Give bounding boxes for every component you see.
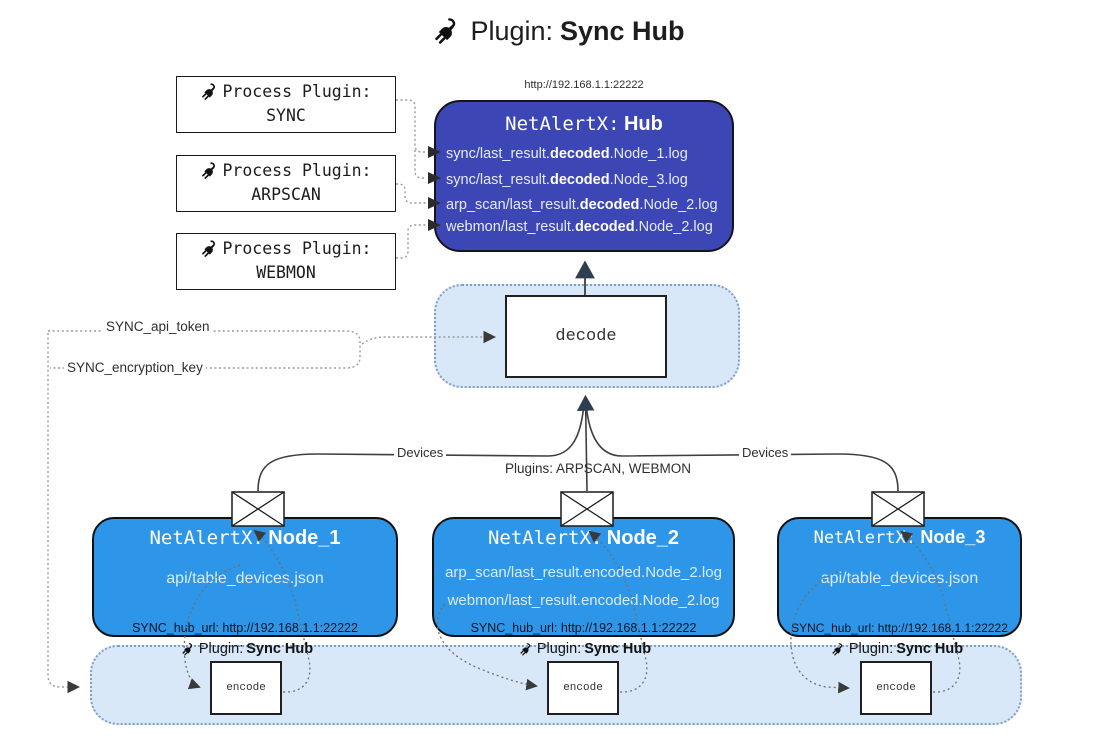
decode-label: decode bbox=[555, 327, 617, 346]
log-post: .Node_1.log bbox=[609, 146, 688, 162]
node-file: api/table_devices.json bbox=[820, 570, 979, 587]
log-post: .Node_2.log bbox=[634, 219, 713, 235]
node-title-name: Node_1 bbox=[268, 527, 341, 549]
process-plugin-box-webmon: Process Plugin: WEBMON bbox=[176, 233, 396, 290]
node-title: NetAlertX: Node_2 bbox=[434, 527, 733, 550]
strip-plugin-label: Plugin: Sync Hub bbox=[180, 641, 314, 657]
node-title: NetAlertX: Node_3 bbox=[779, 527, 1020, 548]
log-bold: decoded bbox=[579, 197, 640, 213]
edge-sync-hub-log2 bbox=[414, 150, 426, 179]
node-title-prefix: NetAlertX: bbox=[813, 528, 916, 548]
log-pre: arp_scan/last_result. bbox=[446, 197, 580, 213]
process-plugin-label: Process Plugin: bbox=[222, 239, 372, 258]
log-post: .Node_2.log bbox=[639, 197, 718, 213]
log-pre: sync/last_result. bbox=[446, 146, 550, 162]
plug-icon bbox=[432, 17, 462, 47]
node-box-node2: NetAlertX: Node_2 arp_scan/last_result.e… bbox=[432, 517, 735, 637]
edge-sync-hub-log1 bbox=[396, 99, 426, 153]
encode-box: encode bbox=[547, 661, 619, 715]
process-plugin-box-arpscan: Process Plugin: ARPSCAN bbox=[176, 155, 396, 212]
node-title-name: Node_3 bbox=[920, 527, 986, 547]
process-plugin-label: Process Plugin: bbox=[222, 82, 372, 101]
node-file: api/table_devices.json bbox=[166, 570, 324, 587]
strip-plugin-label-text: Plugin: bbox=[848, 641, 894, 657]
encode-label: encode bbox=[226, 682, 266, 694]
log-bold: decoded bbox=[549, 172, 610, 188]
hub-log-line: webmon/last_result.decoded.Node_2.log bbox=[446, 218, 730, 236]
process-plugin-name: ARPSCAN bbox=[251, 185, 321, 204]
process-plugin-name: SYNC bbox=[266, 106, 306, 125]
plug-icon bbox=[180, 642, 195, 657]
log-bold: decoded bbox=[549, 146, 610, 162]
node-hub-url: SYNC_hub_url: http://192.168.1.1:22222 bbox=[470, 621, 697, 635]
hub-title: NetAlertX: Hub bbox=[436, 113, 732, 136]
process-plugin-arpscan-header: Process Plugin: bbox=[177, 159, 395, 183]
strip-plugin-label-text: Plugin: bbox=[198, 641, 244, 657]
page-title: Plugin: Sync Hub bbox=[0, 16, 1117, 47]
strip-plugin-label-name: Sync Hub bbox=[896, 641, 964, 657]
edge-webmon-hub-log4 bbox=[396, 224, 426, 259]
devices-right-label: Devices bbox=[739, 445, 792, 460]
strip-plugin-label: Plugin: Sync Hub bbox=[518, 641, 652, 657]
plug-icon bbox=[518, 642, 533, 657]
node-file: webmon/last_result.encoded.Node_2.log bbox=[447, 592, 720, 609]
process-plugin-name: WEBMON bbox=[256, 263, 316, 282]
hub-box: NetAlertX: Hub sync/last_result.decoded.… bbox=[434, 100, 734, 252]
node-box-node3: NetAlertX: Node_3 api/table_devices.json… bbox=[777, 517, 1022, 637]
hub-url-label: http://192.168.1.1:22222 bbox=[524, 79, 644, 91]
encode-label: encode bbox=[563, 682, 603, 694]
plug-icon bbox=[200, 239, 220, 259]
process-plugin-webmon-header: Process Plugin: bbox=[177, 237, 395, 261]
plug-icon bbox=[830, 642, 845, 657]
strip-plugin-label-text: Plugin: bbox=[536, 641, 582, 657]
plugins-mid-label: Plugins: ARPSCAN, WEBMON bbox=[505, 461, 692, 476]
strip-plugin-label: Plugin: Sync Hub bbox=[830, 641, 964, 657]
node-title-prefix: NetAlertX: bbox=[487, 527, 603, 549]
decode-box: decode bbox=[505, 295, 667, 378]
process-plugin-sync-header: Process Plugin: bbox=[177, 80, 395, 104]
sync-encryption-key-label: SYNC_encryption_key bbox=[64, 360, 206, 375]
strip-plugin-label-name: Sync Hub bbox=[246, 641, 314, 657]
node-title: NetAlertX: Node_1 bbox=[94, 527, 396, 550]
sync-api-token-label: SYNC_api_token bbox=[103, 319, 213, 334]
hub-log-line: arp_scan/last_result.decoded.Node_2.log bbox=[446, 196, 730, 214]
log-bold: decoded bbox=[574, 219, 635, 235]
title-name: Sync Hub bbox=[560, 16, 685, 46]
title-label: Plugin: bbox=[470, 16, 554, 46]
plug-icon bbox=[200, 82, 220, 102]
hub-title-name: Hub bbox=[623, 113, 663, 135]
strip-plugin-label-name: Sync Hub bbox=[584, 641, 652, 657]
encode-label: encode bbox=[876, 682, 916, 694]
plug-icon bbox=[200, 161, 220, 181]
process-plugin-label: Process Plugin: bbox=[222, 161, 372, 180]
encode-box: encode bbox=[860, 661, 932, 715]
process-plugin-box-sync: Process Plugin: SYNC bbox=[176, 76, 396, 133]
log-post: .Node_3.log bbox=[609, 172, 688, 188]
hub-log-line: sync/last_result.decoded.Node_1.log bbox=[446, 145, 730, 163]
devices-left-label: Devices bbox=[394, 445, 447, 460]
node-box-node1: NetAlertX: Node_1 api/table_devices.json… bbox=[92, 517, 398, 637]
node-hub-url: SYNC_hub_url: http://192.168.1.1:22222 bbox=[132, 621, 358, 635]
log-pre: webmon/last_result. bbox=[446, 219, 575, 235]
edge-arpscan-hub-log3 bbox=[396, 183, 426, 204]
encode-box: encode bbox=[210, 661, 282, 715]
node-title-name: Node_2 bbox=[606, 527, 680, 549]
edge-settings-strip bbox=[47, 333, 81, 694]
hub-log-line: sync/last_result.decoded.Node_3.log bbox=[446, 171, 730, 189]
node-file: arp_scan/last_result.encoded.Node_2.log bbox=[445, 564, 722, 581]
hub-title-prefix: NetAlertX: bbox=[505, 113, 620, 135]
log-pre: sync/last_result. bbox=[446, 172, 550, 188]
node-hub-url: SYNC_hub_url: http://192.168.1.1:22222 bbox=[791, 621, 1008, 635]
node-title-prefix: NetAlertX: bbox=[149, 527, 264, 549]
edge-node2-decode bbox=[576, 394, 595, 492]
